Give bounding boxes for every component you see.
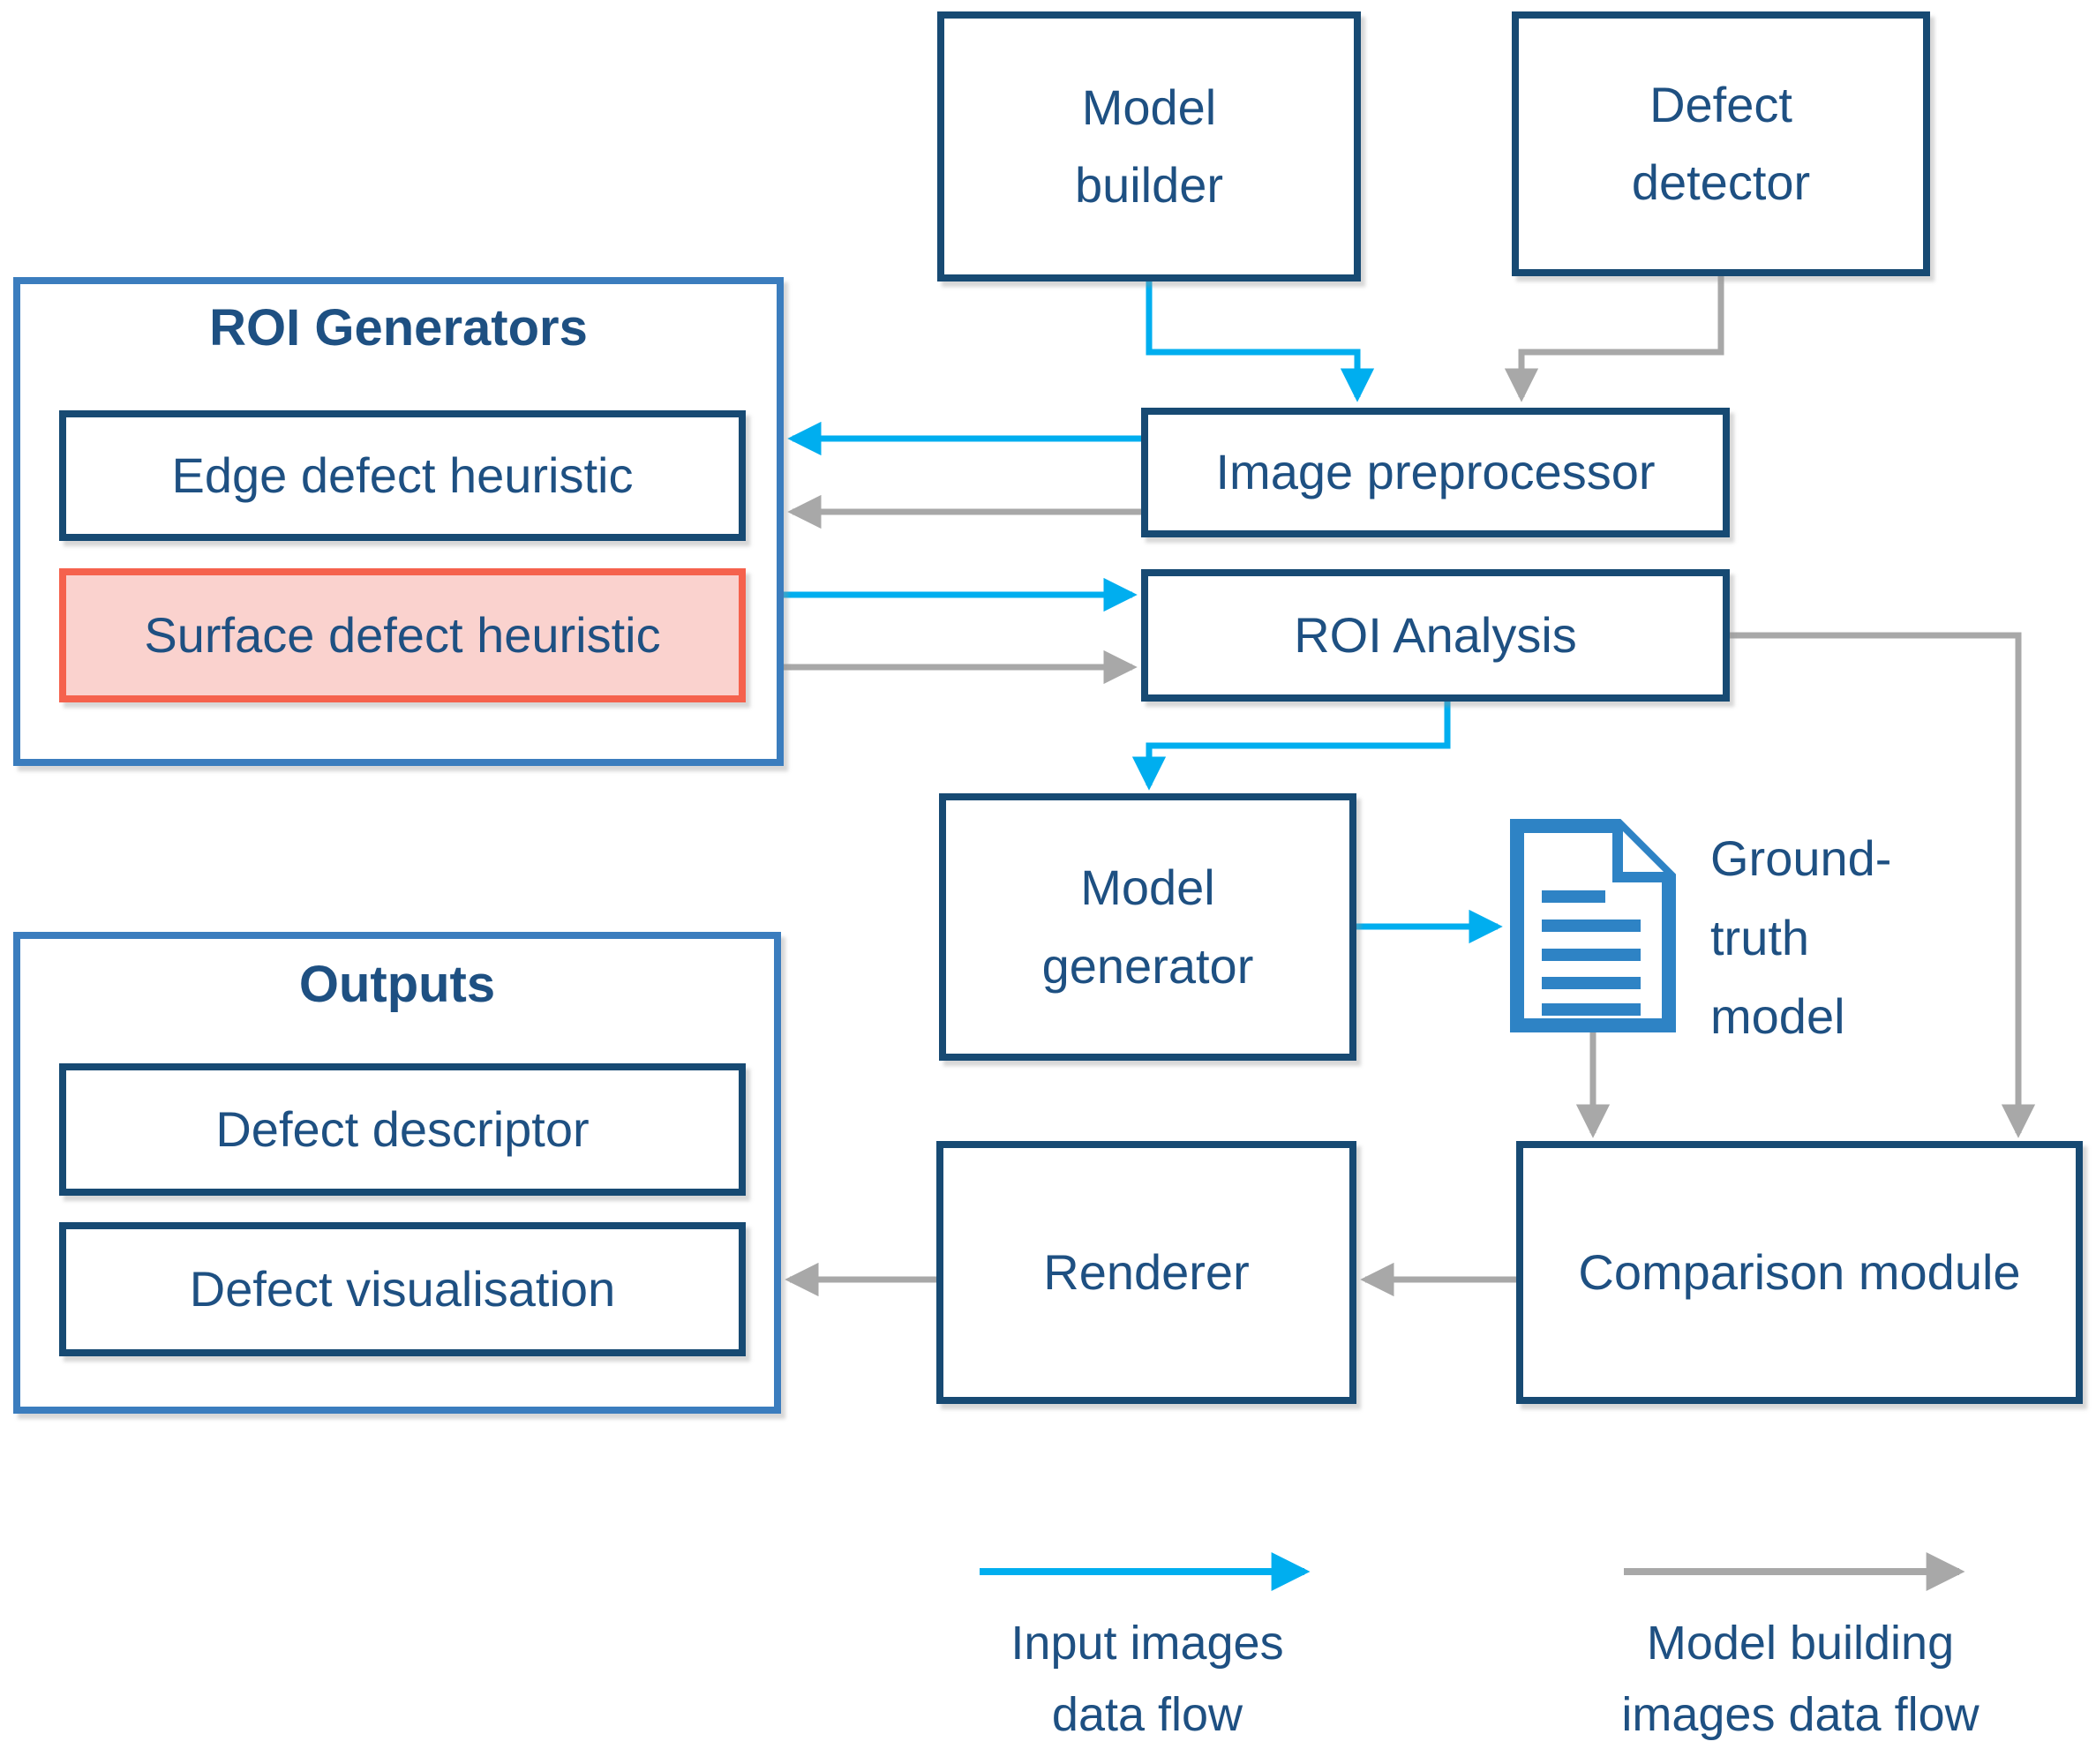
image-preprocessor-label: Image preprocessor: [1215, 444, 1656, 500]
roi-analysis-label: ROI Analysis: [1294, 606, 1577, 663]
label-line: Input images: [1010, 1617, 1284, 1670]
label-line: data flow: [1051, 1688, 1243, 1741]
roi-analysis-box: ROI Analysis: [1141, 569, 1730, 702]
surface-defect-heuristic-label: Surface defect heuristic: [144, 606, 661, 663]
model-generator-label: Model generator: [1042, 849, 1254, 1005]
label-line: Model: [1080, 859, 1215, 916]
label-line: Ground-: [1710, 830, 1892, 886]
document-icon: [1510, 819, 1676, 1032]
label-line: detector: [1631, 154, 1811, 210]
defect-descriptor-box: Defect descriptor: [59, 1063, 746, 1196]
image-preprocessor-box: Image preprocessor: [1141, 408, 1730, 537]
surface-defect-heuristic-box: Surface defect heuristic: [59, 568, 746, 702]
label-line: builder: [1074, 157, 1224, 213]
defect-visualisation-label: Defect visualisation: [189, 1260, 616, 1317]
outputs-title: Outputs: [298, 956, 496, 1013]
comparison-module-box: Comparison module: [1516, 1141, 2083, 1404]
model-generator-box: Model generator: [939, 793, 1356, 1061]
label-line: images data flow: [1621, 1688, 1980, 1741]
ground-truth-model-label: Ground- truth model: [1710, 819, 2028, 1056]
legend-model-flow-label: Model building images data flow: [1553, 1608, 2047, 1751]
edge-defect-heuristic-box: Edge defect heuristic: [59, 410, 746, 541]
arrow-roi-analysis-to-model-generator: [1131, 702, 1451, 791]
comparison-module-label: Comparison module: [1578, 1243, 2021, 1300]
edge-defect-heuristic-label: Edge defect heuristic: [171, 447, 634, 503]
defect-detector-box: Defect detector: [1512, 11, 1930, 276]
legend-input-flow-label: Input images data flow: [927, 1608, 1368, 1751]
renderer-label: Renderer: [1043, 1243, 1250, 1300]
defect-visualisation-box: Defect visualisation: [59, 1222, 746, 1356]
label-line: truth: [1710, 909, 1810, 965]
arrow-defect-detector-to-image-preprocessor: [1504, 276, 1724, 402]
label-line: Model building: [1646, 1617, 1955, 1670]
label-line: Defect: [1649, 76, 1792, 132]
arrow-model-builder-to-image-preprocessor: [1146, 281, 1375, 402]
defect-descriptor-label: Defect descriptor: [215, 1100, 590, 1157]
label-line: Model: [1081, 79, 1217, 135]
model-builder-box: Model builder: [937, 11, 1361, 281]
defect-detector-label: Defect detector: [1632, 66, 1810, 222]
renderer-box: Renderer: [936, 1141, 1356, 1404]
roi-generators-title: ROI Generators: [209, 299, 588, 357]
label-line: model: [1710, 988, 1845, 1045]
label-line: generator: [1041, 937, 1254, 994]
model-builder-label: Model builder: [1075, 69, 1223, 225]
